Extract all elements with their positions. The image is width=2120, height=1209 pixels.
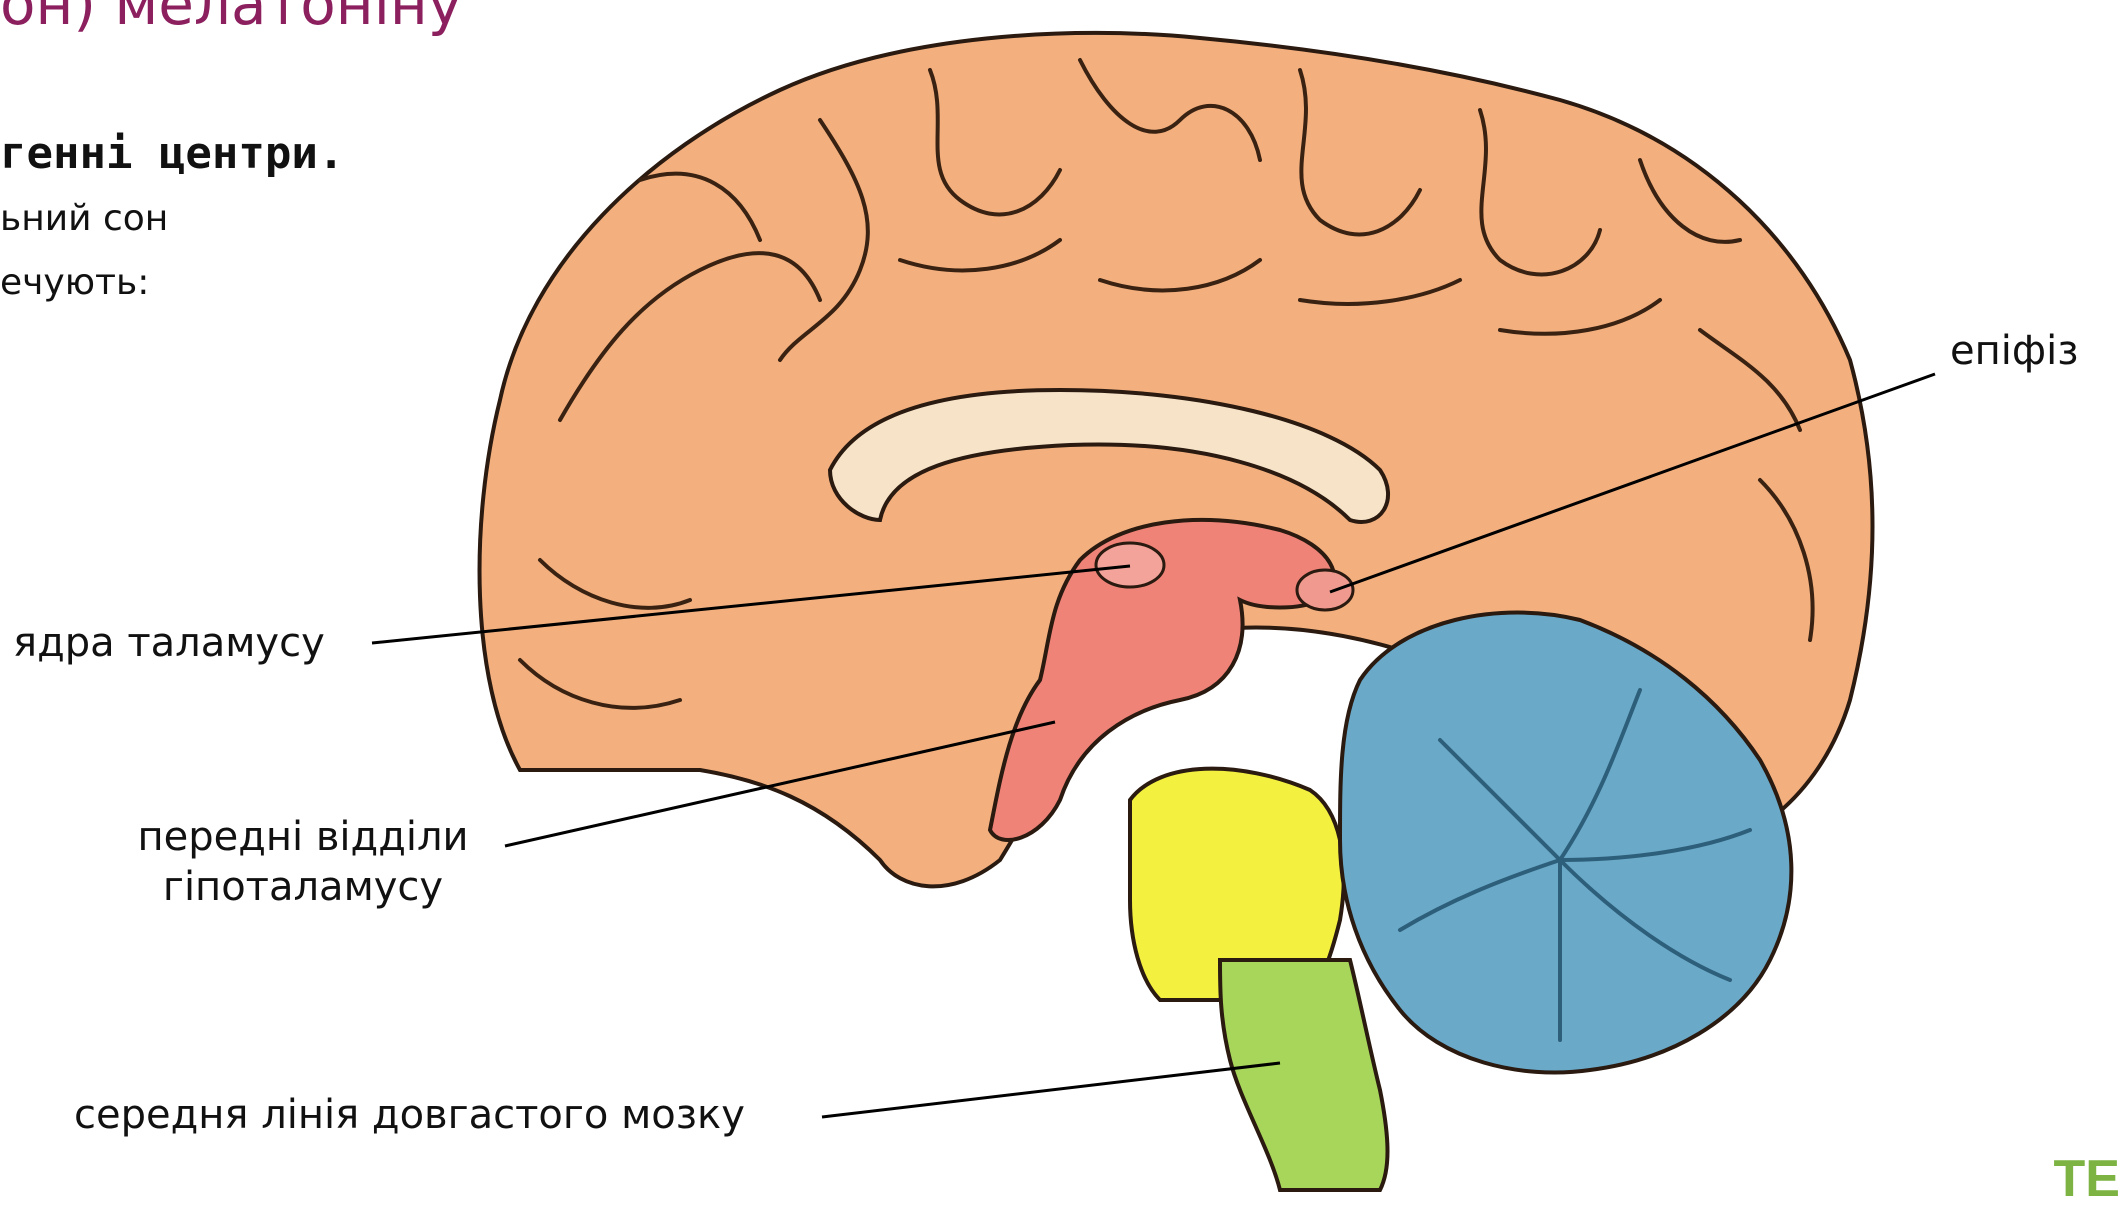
medulla	[1220, 960, 1388, 1190]
label-thalamus-nuclei: ядра таламусу	[13, 618, 325, 668]
label-hypothalamus: передні відділи гіпоталамусу	[108, 812, 498, 912]
label-hypothalamus-line-2: гіпоталамусу	[108, 862, 498, 912]
epiphysis	[1297, 570, 1353, 610]
label-hypothalamus-line-1: передні відділи	[108, 812, 498, 862]
label-epiphysis: епіфіз	[1950, 326, 2078, 376]
medulla-pointer	[822, 1063, 1280, 1117]
thalamus-nucleus	[1096, 543, 1164, 587]
corner-logo-fragment: TE	[2054, 1149, 2120, 1209]
label-medulla-midline: середня лінія довгастого мозку	[74, 1090, 745, 1140]
